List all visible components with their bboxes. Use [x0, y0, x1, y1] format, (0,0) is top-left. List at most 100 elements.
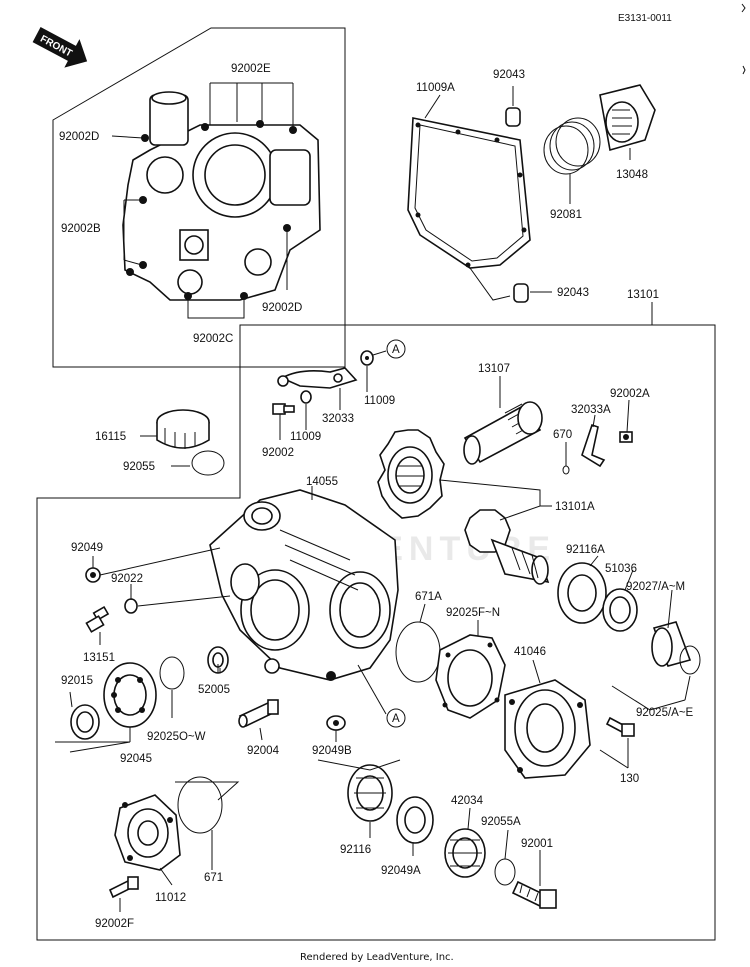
- leader-130: [599, 738, 629, 769]
- label-42034: 42034: [451, 795, 484, 807]
- corner-tick-top: [741, 3, 746, 13]
- callout-a-top-icon: [386, 339, 406, 359]
- fitting-92004: [238, 699, 279, 728]
- leaders-breather: [279, 366, 368, 440]
- cover-11012: [114, 794, 181, 871]
- label-92049B: 92049B: [312, 745, 352, 757]
- label-130: 130: [620, 773, 639, 785]
- bearing-92116A: [557, 562, 607, 624]
- leader-92002B: [123, 199, 143, 266]
- seal-92049A: [396, 796, 434, 844]
- label-13101: 13101: [627, 289, 659, 301]
- label-92002C: 92002C: [193, 333, 233, 345]
- bolt-130: [605, 716, 635, 737]
- oil-cap-16115: [156, 409, 210, 449]
- o-ring-671A: [395, 621, 441, 683]
- footer-credit: Rendered by LeadVenture, Inc.: [300, 952, 454, 963]
- label-92022: 92022: [111, 573, 143, 585]
- label-92004: 92004: [247, 745, 280, 757]
- bolt-92001: [511, 880, 557, 909]
- dowel-pin-92043-bottom: [513, 283, 529, 303]
- label-92002D-top: 92002D: [59, 131, 99, 143]
- label-11012: 11012: [155, 892, 186, 904]
- leaders-collar-fitting: [217, 664, 263, 741]
- label-92055A: 92055A: [481, 816, 521, 828]
- seal-51036: [602, 588, 638, 632]
- shim-92025A: [679, 645, 701, 675]
- nut-92049B: [326, 715, 346, 731]
- cotter-pin-670: [562, 465, 570, 475]
- label-92081: 92081: [550, 209, 582, 221]
- label-92049A: 92049A: [381, 865, 421, 877]
- label-13107: 13107: [478, 363, 510, 375]
- label-92027: 92027/A~M: [626, 581, 685, 593]
- label-14055: 14055: [306, 476, 338, 488]
- sleeve-92027: [651, 621, 692, 667]
- gear-13101A-upper: [377, 429, 445, 519]
- crankcase-panel-border: [52, 27, 346, 368]
- leaders-cover-group: [159, 781, 240, 886]
- label-13151: 13151: [83, 652, 115, 664]
- leader-13101A: [439, 479, 552, 521]
- bolt-92002: [272, 403, 295, 415]
- label-11009-b: 11009: [364, 395, 395, 407]
- label-51036: 51036: [605, 563, 637, 575]
- leaders-left-plugs: [92, 547, 231, 645]
- label-92045: 92045: [120, 753, 152, 765]
- label-41046: 41046: [514, 646, 546, 658]
- shim-92025F: [435, 634, 506, 719]
- label-13101A: 13101A: [555, 501, 595, 513]
- label-670: 670: [553, 429, 572, 441]
- gear-42034: [444, 828, 486, 878]
- label-52005: 52005: [198, 684, 230, 696]
- callout-a-top: A: [392, 344, 400, 356]
- label-92002A: 92002A: [610, 388, 650, 400]
- label-16115: 16115: [95, 431, 126, 443]
- callout-a-bottom-leader: [357, 664, 387, 715]
- leader-671A: [419, 603, 426, 623]
- label-92049: 92049: [71, 542, 103, 554]
- shim-92025O: [159, 656, 185, 690]
- leader-92002C: [187, 298, 245, 319]
- bearing-92045: [103, 662, 157, 728]
- gasket-11009A: [407, 117, 531, 269]
- nut-92049: [85, 567, 101, 583]
- leader-41046: [532, 659, 541, 684]
- label-92043-bottom: 92043: [557, 287, 589, 299]
- leader-92043-bottom: [469, 267, 552, 301]
- collar-13048: [599, 84, 656, 152]
- label-92002D-bottom: 92002D: [262, 302, 302, 314]
- callout-a-bottom-icon: [386, 708, 406, 728]
- leaders-bracket: [565, 399, 630, 466]
- leader-11009A: [424, 94, 441, 119]
- washer-11009-a: [300, 390, 312, 404]
- group-13101-border: [36, 324, 716, 941]
- label-11009A: 11009A: [416, 82, 455, 94]
- bracket-32033A: [581, 423, 606, 468]
- label-92055: 92055: [123, 461, 155, 473]
- label-92001: 92001: [521, 838, 553, 850]
- seal-92015: [70, 704, 100, 740]
- bolt-92002A: [619, 431, 633, 443]
- label-32033: 32033: [322, 413, 354, 425]
- label-13048: 13048: [616, 169, 648, 181]
- label-92015: 92015: [61, 675, 93, 687]
- leader-92002D-top: [111, 135, 144, 139]
- callout-a-bottom: A: [392, 713, 400, 725]
- callout-a-top-leader: [372, 350, 387, 356]
- o-ring-92055: [191, 450, 225, 476]
- label-92116: 92116: [340, 844, 371, 856]
- label-92025F: 92025F~N: [446, 607, 500, 619]
- housing-14055: [209, 489, 399, 681]
- label-92002E: 92002E: [231, 63, 271, 75]
- washer-92022: [124, 598, 138, 614]
- breather-bracket-32033: [277, 367, 358, 389]
- label-92002: 92002: [262, 447, 294, 459]
- leaders-bottom-bearings: [317, 759, 414, 856]
- dowel-pin-92043-top: [505, 107, 521, 127]
- front-arrow-icon: FRONT: [32, 27, 88, 68]
- label-92025A: 92025/A~E: [636, 707, 694, 719]
- bearing-92116: [347, 764, 393, 822]
